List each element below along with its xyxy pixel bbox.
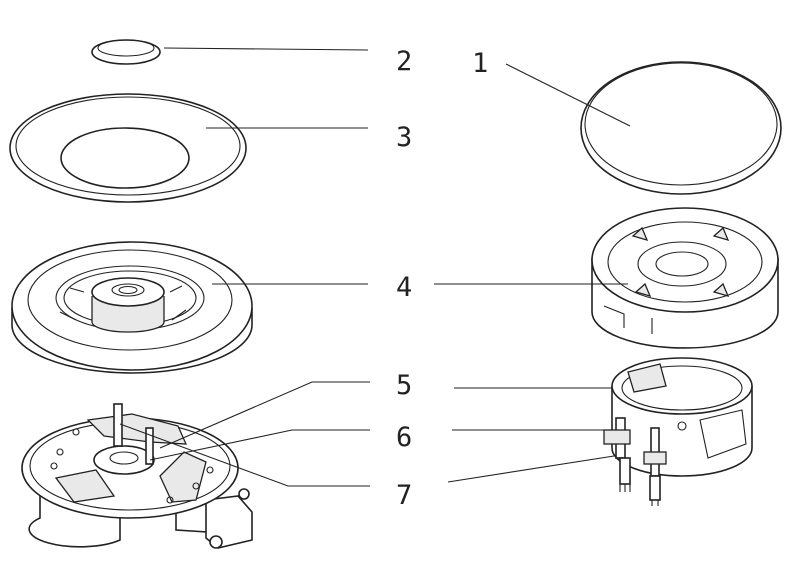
part-cap-ring-left	[9, 93, 247, 203]
callout-4: 4	[396, 272, 412, 303]
leader-7-left	[119, 423, 370, 487]
callout-labels: 1 2 3 4 5 6 7	[396, 46, 488, 511]
part-small-cap-left	[91, 39, 161, 65]
leader-2	[163, 47, 369, 51]
part-flame-spreader-left	[11, 241, 253, 374]
callout-5: 5	[396, 370, 412, 401]
part-burner-body-right	[603, 357, 753, 506]
callout-6: 6	[396, 422, 412, 453]
callout-7: 7	[396, 480, 412, 511]
leader-1	[505, 63, 631, 127]
callout-2: 2	[396, 46, 412, 77]
leader-7-right	[447, 455, 615, 483]
part-burner-crown-right	[591, 207, 779, 349]
leader-5-left	[159, 381, 370, 449]
callout-3: 3	[396, 122, 412, 153]
callout-1: 1	[472, 48, 488, 79]
leader-lines	[119, 47, 631, 487]
part-large-cap-right	[580, 61, 782, 195]
part-base-plate-left	[21, 403, 253, 549]
leader-6-left	[149, 429, 370, 461]
